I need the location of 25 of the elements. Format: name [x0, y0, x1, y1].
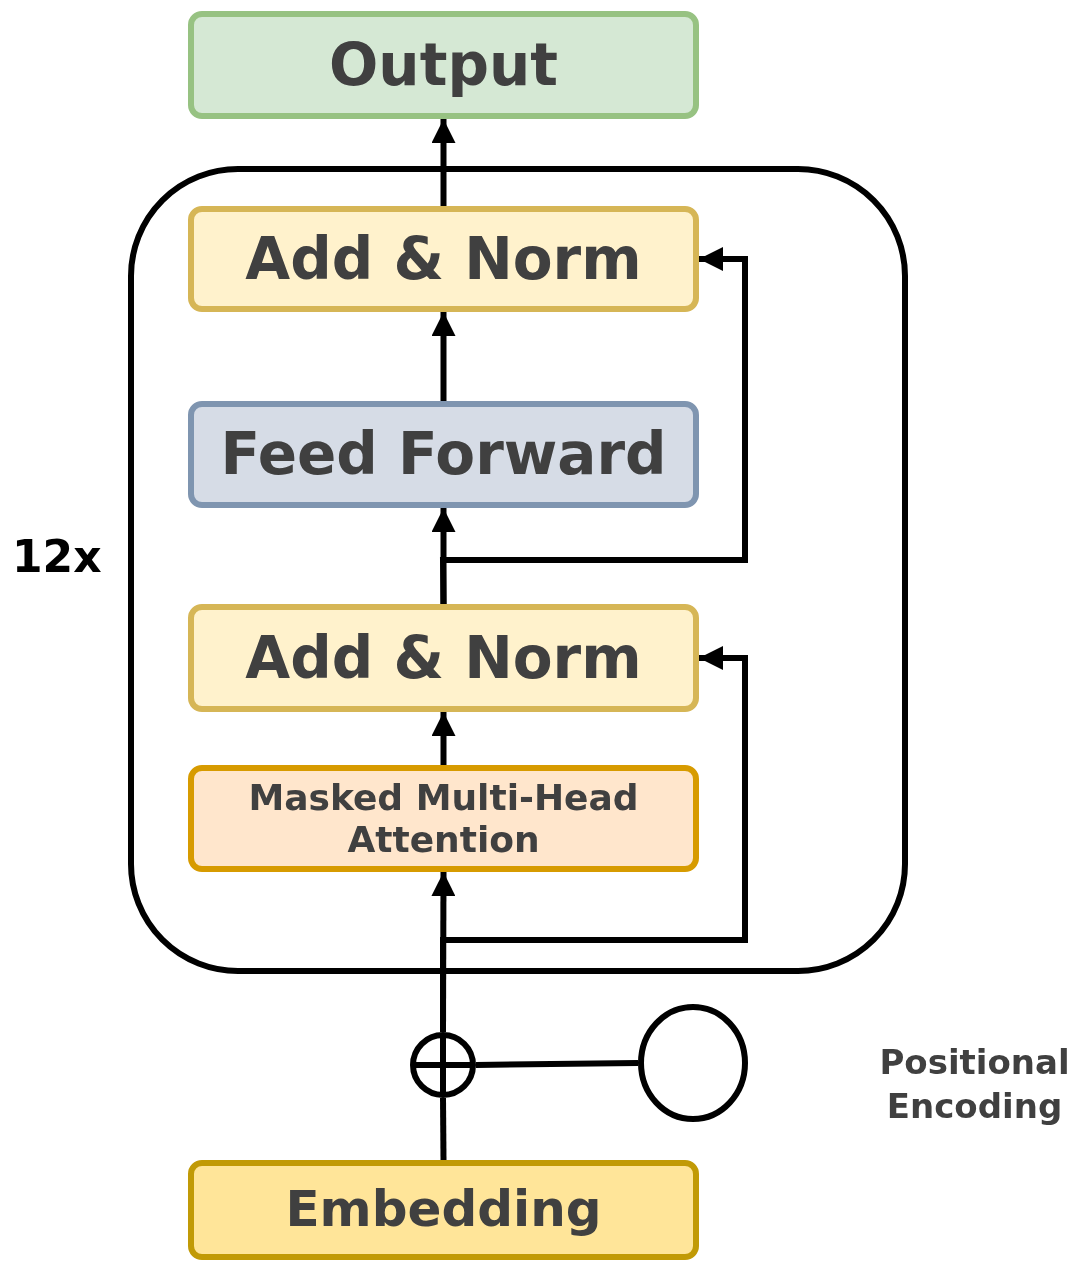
connector-line	[475, 1060, 639, 1068]
arrow	[440, 646, 748, 1032]
arrow	[431, 119, 456, 206]
node-label: Masked Multi-Head Attention	[247, 777, 640, 860]
repeat-count-label: 12x	[12, 530, 102, 584]
node-label: Feed Forward	[220, 421, 667, 488]
node-label: Add & Norm	[245, 624, 642, 692]
output-box	[188, 11, 699, 119]
caption-label: Positional Encoding	[878, 1041, 1071, 1129]
arrow	[431, 712, 456, 765]
node-label: Output	[329, 31, 558, 99]
arrow	[431, 508, 456, 604]
feed-forward-box	[188, 401, 699, 508]
positional-encoding-circle	[638, 1004, 748, 1122]
repeat-block-frame	[128, 166, 908, 974]
node-label: Add & Norm	[245, 225, 642, 293]
arrow	[439, 247, 748, 605]
arrow	[431, 312, 456, 401]
connector-line	[440, 1097, 447, 1161]
add-norm-box	[188, 206, 699, 312]
add-norm-box	[188, 604, 699, 712]
node-label: Embedding	[285, 1181, 602, 1239]
attention-box	[188, 765, 699, 872]
plus-circle	[410, 1032, 476, 1098]
embedding-box	[188, 1160, 699, 1260]
